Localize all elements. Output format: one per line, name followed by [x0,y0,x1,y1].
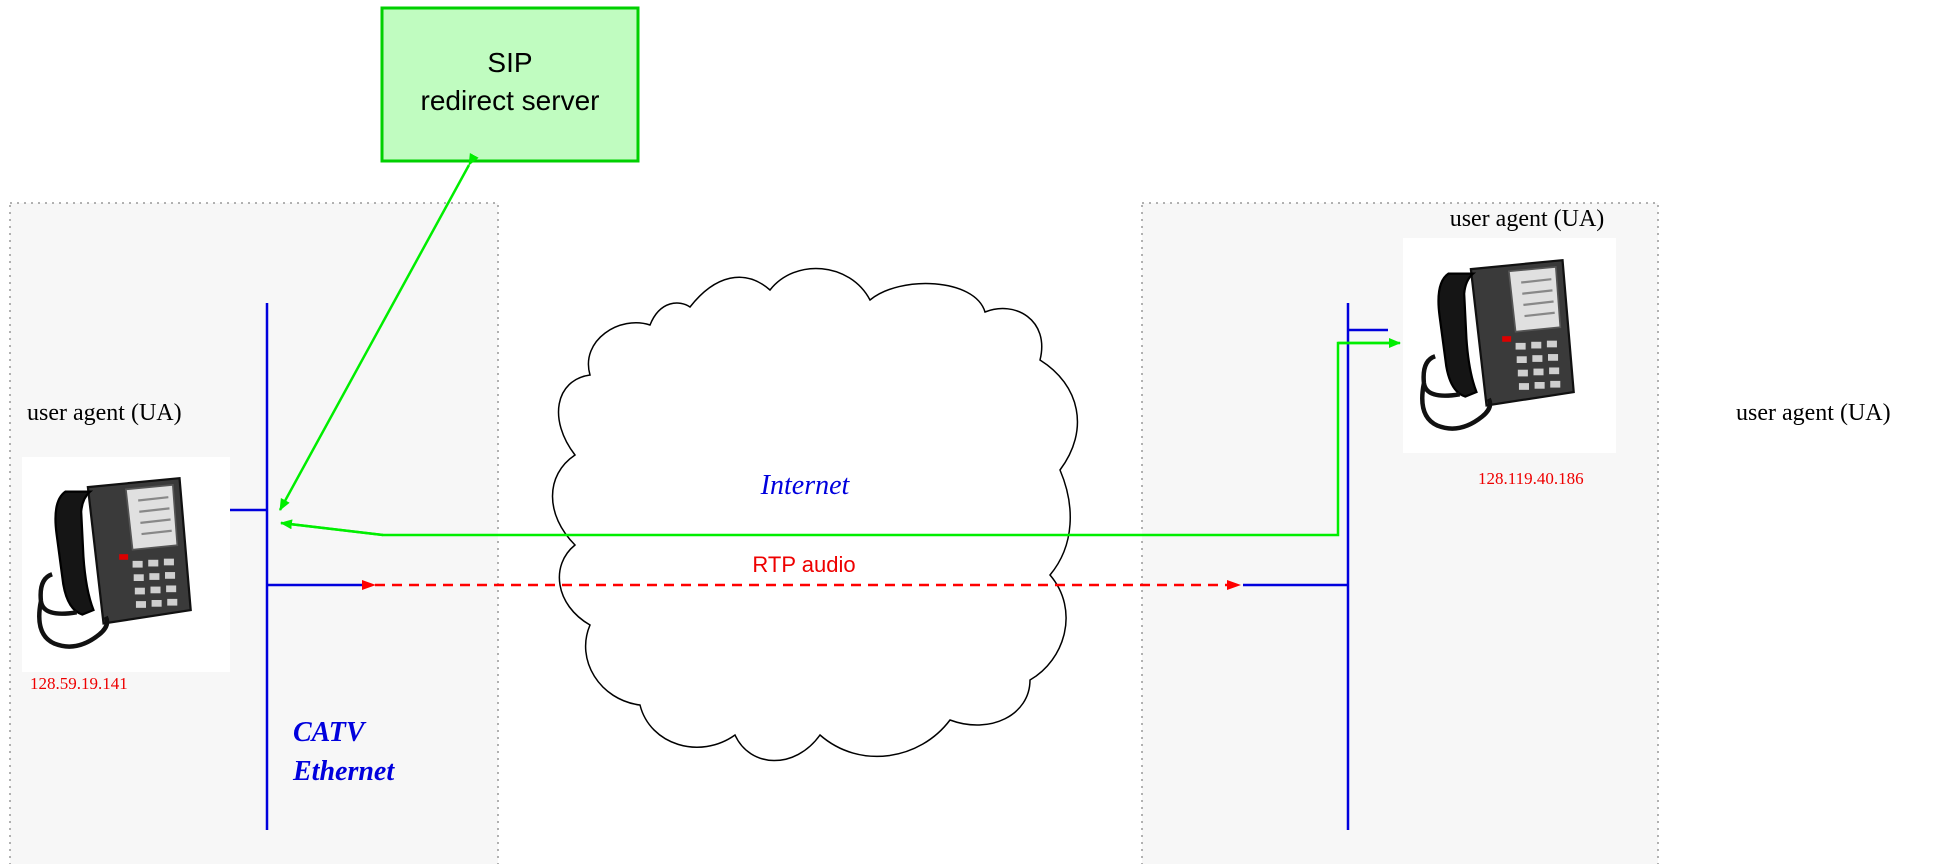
left-ethernet: CATV Ethernet [230,303,395,830]
left-ip-address: 128.59.19.141 [30,674,128,693]
internet-cloud: Internet [551,267,1079,762]
right-ua-label-far: user agent (UA) [1736,400,1891,426]
left-user-agent: user agent (UA) 128.59.19.141 [22,400,230,693]
sip-signaling [278,152,1401,537]
sip-redirect-server: SIP redirect server [380,6,640,163]
right-ip-address: 128.119.40.186 [1478,469,1584,488]
server-label-line1: SIP [487,47,532,78]
left-ua-label: user agent (UA) [27,400,182,426]
rtp-audio-flow: RTP audio [362,552,1241,590]
rtp-audio-label: RTP audio [752,552,855,577]
redirect-signal-arrow [278,152,479,511]
ethernet-label: Ethernet [292,756,395,787]
server-label-line2: redirect server [421,85,600,116]
cloud-shape [551,267,1079,762]
right-ua-label-top: user agent (UA) [1450,206,1605,232]
right-user-agent: user agent (UA) 128.119.40.186 user agen… [1403,206,1891,488]
server-box [380,6,640,163]
invite-signal-arrowhead-left [280,519,384,537]
catv-label: CATV [293,717,367,748]
internet-label: Internet [760,470,851,501]
right-ethernet [1243,303,1388,830]
